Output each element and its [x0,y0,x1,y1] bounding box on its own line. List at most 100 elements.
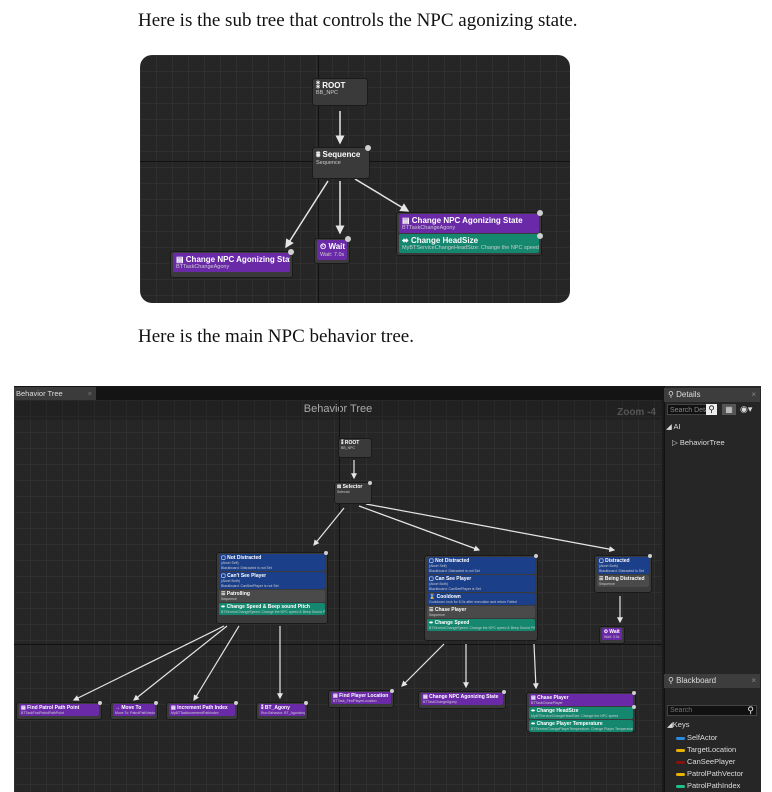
service-icon: ⬌ [402,236,411,245]
graph-title: Behavior Tree [303,403,373,415]
being-distracted-node[interactable]: ▢ Distracted (Abort Both) Blackboard: Di… [594,554,652,593]
editor-selector-node[interactable]: ⊠ Selector Selector [334,481,372,504]
sequence-icon: ☰ [221,591,227,597]
blackboard-key[interactable]: CanSeePlayer [676,757,735,766]
arrow-right-icon: → [115,705,122,711]
subtree-icon: ⁑ [261,705,265,711]
change-speed-service[interactable]: ⬌ Change Speed BTServiceChangeSpeed: Cha… [427,619,535,631]
node-pin [365,145,371,151]
node-pin [98,701,102,705]
service-icon: ⬌ [531,708,537,714]
node-pin [154,701,158,705]
change-npc-agonizing-state-node[interactable]: ▤ Change NPC Agonizing State BTTaskChang… [418,690,506,709]
sequence-icon: ☰ [599,576,605,582]
eye-icon[interactable]: ◉▾ [740,404,753,414]
not-distracted-decorator[interactable]: ▢ Not Distracted (Abort Self) Blackboard… [427,557,535,574]
change-player-temperature-service[interactable]: ⬌ Change Player Temperature BTServiceCha… [529,720,633,732]
chase-player-task-node[interactable]: ▤ Chase Player BTTaskChasePlayer ⬌ Chang… [526,691,636,732]
bt-agony-node[interactable]: ⁑ BT_Agony Run Behavior: BT_Agonizing [256,701,308,720]
root-icon: ⁑ [316,81,323,90]
subtree-wait-node[interactable]: ⏲ Wait Wait: 7.0s [314,236,351,264]
node-pin [537,210,543,216]
node-pin [368,481,372,485]
subtree-sequence-node[interactable]: ⩩ Sequence Sequence [312,145,371,179]
chase-player-composite-node[interactable]: ▢ Not Distracted (Abort Self) Blackboard… [424,554,538,641]
cooldown-icon: ⌛ [429,594,437,600]
key-color-swatch [676,736,685,740]
subtree-graph: ⁑ ROOT BB_NPC ⩩ Sequence Sequence ▤ Chan… [140,55,570,303]
key-color-swatch [676,748,685,752]
tab-behavior-tree[interactable]: Behavior Tree × [14,387,96,400]
blackboard-panel [664,672,761,792]
change-headsize-service[interactable]: ⬌ Change HeadSize MyBTServiceChangeHeadS… [529,707,633,719]
find-player-location-node[interactable]: ▤ Find Player Location BTTask_FindPlayer… [328,689,394,708]
blackboard-search-input[interactable] [668,706,748,715]
blackboard-key[interactable]: PatrolPathIndex [676,781,740,790]
details-header: ⚲ Details × [664,388,760,402]
node-pin [288,249,294,255]
subtree-connections [285,111,410,249]
cant-see-player-decorator[interactable]: ▢ Can't See Player (Abort Both) Blackboa… [219,572,325,589]
node-pin [234,701,238,705]
cooldown-decorator[interactable]: ⌛ Cooldown Cooldown: lock for 5.0s after… [427,593,535,605]
task-icon: ▤ [21,705,28,711]
node-pin [537,233,543,239]
sequence-icon: ⩩ [316,150,323,159]
blackboard-key[interactable]: SelfActor [676,733,717,742]
task-icon: ▤ [176,255,186,264]
node-pin [390,689,394,693]
patrolling-node[interactable]: ▢ Not Distracted (Abort Self) Blackboard… [216,551,328,624]
decorator-icon: ▢ [429,576,436,582]
blackboard-key[interactable]: TargetLocation [676,745,736,754]
task-icon: ▤ [171,705,178,711]
not-distracted-decorator[interactable]: ▢ Not Distracted (Abort Self) Blackboard… [219,554,325,571]
tab-strip [14,386,666,400]
task-icon: ▤ [423,694,430,700]
task-icon: ▤ [531,695,538,701]
close-icon[interactable]: × [751,676,756,685]
intro-main-text: Here is the main NPC behavior tree. [138,326,414,347]
key-color-swatch [676,760,685,764]
node-pin [324,551,328,555]
close-icon[interactable]: × [87,389,92,398]
collapsed-arrow-icon: ▷ [672,438,678,447]
behavior-tree-graph[interactable]: Behavior Tree Zoom -4 ⁑ ROOT BB_NPC ⊠ Se… [14,400,662,792]
expand-icon: ◢ [666,422,672,431]
graph-connections [72,460,623,702]
root-icon: ⁑ [341,440,345,446]
editor-wait-node[interactable]: ⏲ Wait Wait: 3.0s [599,626,625,644]
change-speed-pitch-service[interactable]: ⬌ Change Speed & Beep sound Pitch BTServ… [219,603,325,615]
decorator-icon: ▢ [429,558,436,564]
node-pin [632,705,636,709]
search-icon[interactable]: ⚲ [706,404,717,415]
details-row-behaviortree[interactable]: ▷ BehaviorTree [672,438,725,447]
blackboard-key[interactable]: PatrolPathVector [676,769,743,778]
wait-icon: ⏲ [604,629,610,635]
subtree-change-right-node[interactable]: ▤ Change NPC Agonizing State BTTaskChang… [396,210,543,256]
node-pin [534,554,538,558]
grid-view-icon[interactable]: ▦ [722,404,736,415]
search-icon[interactable]: ⚲ [747,705,754,715]
subtree-change-left-node[interactable]: ▤ Change NPC Agonizing State BTTaskChang… [170,249,294,278]
node-pin [502,690,506,694]
distracted-decorator[interactable]: ▢ Distracted (Abort Both) Blackboard: Di… [597,557,649,574]
service-icon: ⬌ [221,604,227,610]
being-distracted-composite[interactable]: ☰ Being Distracted Sequence [597,575,649,587]
keys-section[interactable]: ◢Keys [667,720,690,729]
blackboard-header: ⚲ Blackboard × [664,674,760,688]
move-to-node[interactable]: → Move To Move To: PatrolPathVector [110,701,158,720]
wait-icon: ⏲ [320,242,329,251]
find-patrol-path-point-node[interactable]: ▤ Find Patrol Path Point BTTaskFindPatro… [16,701,102,720]
editor-root-node[interactable]: ⁑ ROOT BB_NPC [338,438,372,458]
patrolling-composite[interactable]: ☰ Patrolling Sequence [219,590,325,602]
subtree-root-node[interactable]: ⁑ ROOT BB_NPC [312,78,368,106]
chase-player-composite[interactable]: ☰ Chase Player Sequence [427,606,535,618]
blackboard-icon: ⚲ [668,676,674,685]
details-section-ai[interactable]: ◢ AI [666,422,681,431]
decorator-icon: ▢ [221,555,228,561]
close-icon[interactable]: × [751,390,756,399]
increment-path-index-node[interactable]: ▤ Increment Path Index MyBTTaskIncrement… [166,701,238,720]
can-see-player-decorator[interactable]: ▢ Can See Player (Abort Both) Blackboard… [427,575,535,592]
key-color-swatch [676,772,685,776]
node-pin [632,691,636,695]
